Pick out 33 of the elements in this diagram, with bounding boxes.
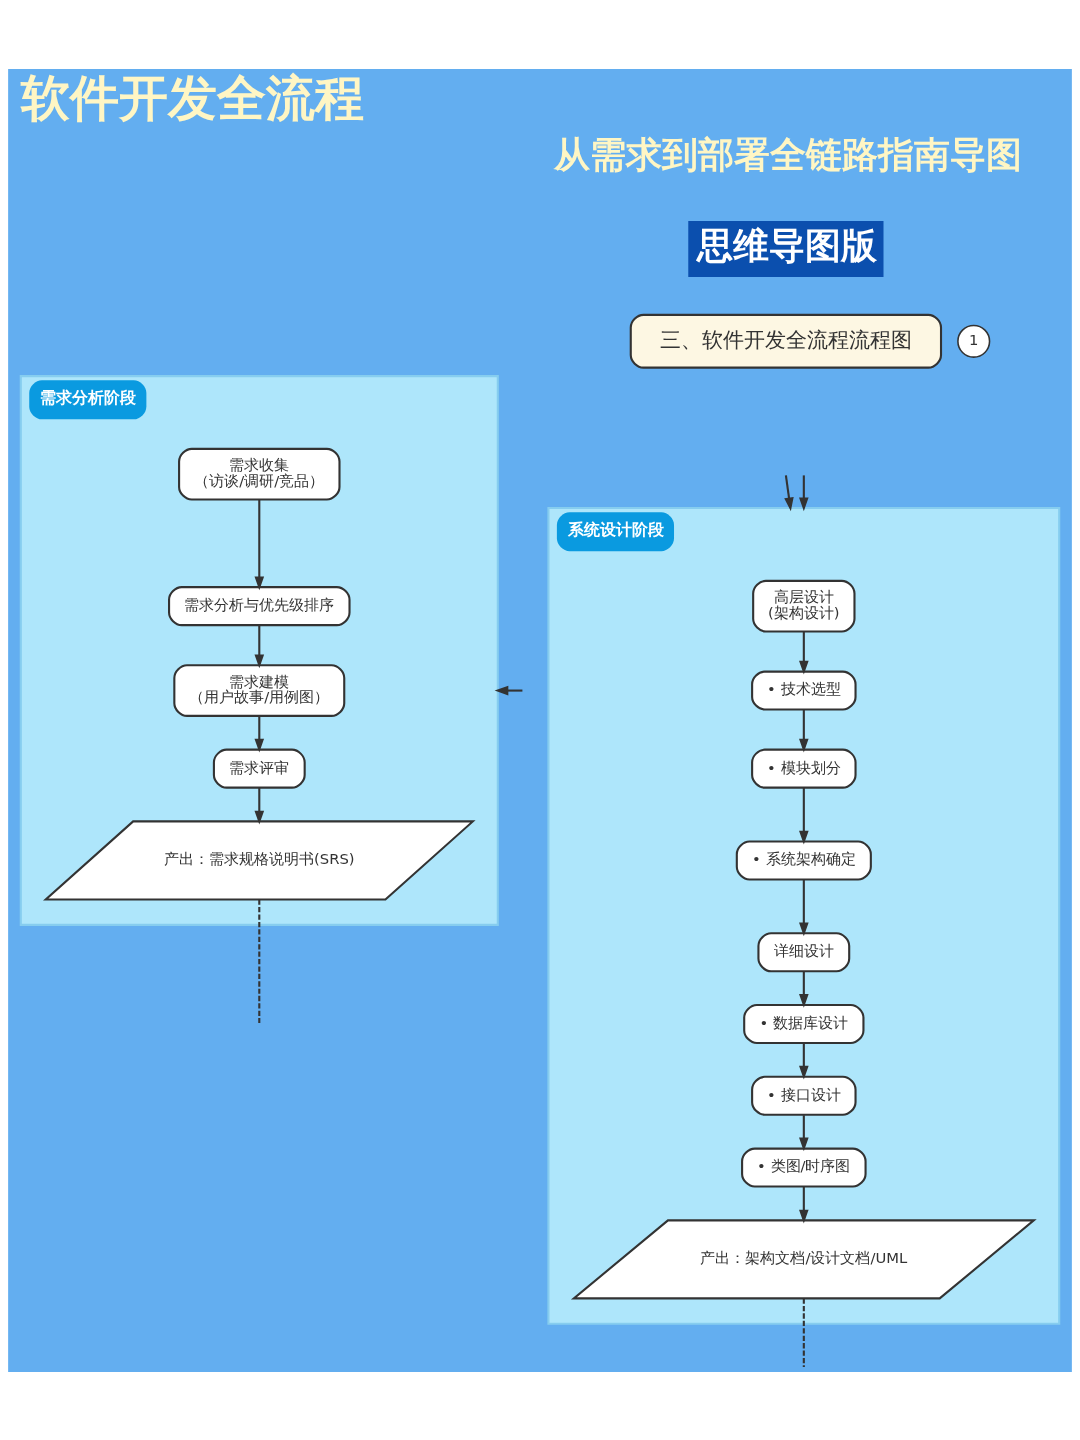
node-box: • 数据库设计 bbox=[743, 1003, 865, 1044]
connector bbox=[258, 899, 261, 1023]
arrow bbox=[799, 474, 809, 511]
arrow bbox=[799, 1042, 809, 1080]
arrow bbox=[254, 499, 265, 590]
arrow bbox=[799, 787, 809, 844]
node-box: 三、软件开发全流程流程图 bbox=[629, 313, 943, 369]
node-box: 需求评审 bbox=[212, 748, 306, 789]
arrow bbox=[254, 715, 265, 752]
arrow bbox=[799, 1114, 809, 1151]
node-box: • 系统架构确定 bbox=[735, 839, 872, 881]
arrow bbox=[799, 1186, 809, 1223]
node-box: • 类图/时序图 bbox=[741, 1147, 867, 1188]
node-box: 高层设计 (架构设计) bbox=[752, 579, 856, 633]
node-label: 1 bbox=[969, 330, 979, 348]
arrow bbox=[799, 709, 809, 752]
node-box: • 技术选型 bbox=[751, 670, 857, 711]
label: 从需求到部署全链路指南导图 bbox=[554, 133, 1023, 175]
node-box: 需求分析与优先级排序 bbox=[168, 585, 351, 626]
arrow bbox=[254, 624, 265, 668]
node-box: 需求建模 （用户故事/用例图） bbox=[173, 663, 346, 717]
node-box: • 接口设计 bbox=[751, 1075, 857, 1116]
arrow bbox=[784, 474, 794, 511]
arrow bbox=[254, 787, 265, 824]
connector bbox=[802, 1298, 805, 1367]
arrow bbox=[799, 631, 809, 675]
arrow bbox=[799, 879, 809, 936]
node-box: 详细设计 bbox=[757, 931, 851, 972]
node-box: • 模块划分 bbox=[751, 748, 857, 789]
diagram-title: 软件开发全流程 bbox=[20, 69, 364, 126]
arrow bbox=[799, 971, 809, 1008]
label: 思维导图版 bbox=[697, 224, 878, 266]
node-box: 需求收集 （访谈/调研/竞品） bbox=[178, 447, 341, 501]
